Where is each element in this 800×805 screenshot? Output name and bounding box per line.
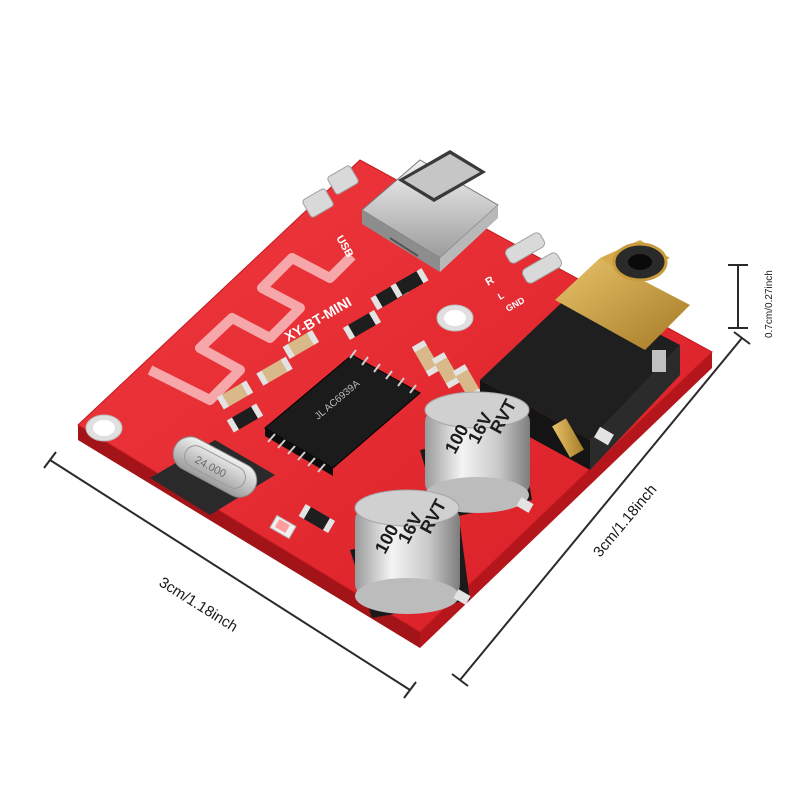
smd-components xyxy=(453,426,614,605)
height-dimension-label: 0.7cm/0.27inch xyxy=(764,270,775,338)
audio-pads xyxy=(505,232,562,284)
pad-label-l: L xyxy=(496,290,506,302)
dimension-depth xyxy=(451,331,751,687)
mounting-hole xyxy=(85,414,123,442)
smd-components xyxy=(216,268,482,433)
micro-usb-port xyxy=(361,150,499,272)
crystal-oscillator: 24.000 xyxy=(150,436,275,515)
pcb-antenna-trace xyxy=(147,252,356,405)
mounting-hole xyxy=(436,304,474,332)
status-led xyxy=(269,514,297,540)
dimension-height xyxy=(728,264,748,329)
capacitor: 100 16V RVT xyxy=(350,489,470,618)
width-dimension-label: 3cm/1.18inch xyxy=(156,574,241,636)
dimension-width xyxy=(43,451,417,699)
capacitor: 100 16V RVT xyxy=(420,391,532,520)
smd-resistor xyxy=(298,503,336,534)
depth-dimension-label: 3cm/1.18inch xyxy=(590,481,660,560)
bluetooth-chip: JL AC6939A xyxy=(264,349,421,476)
power-pads xyxy=(302,165,359,218)
